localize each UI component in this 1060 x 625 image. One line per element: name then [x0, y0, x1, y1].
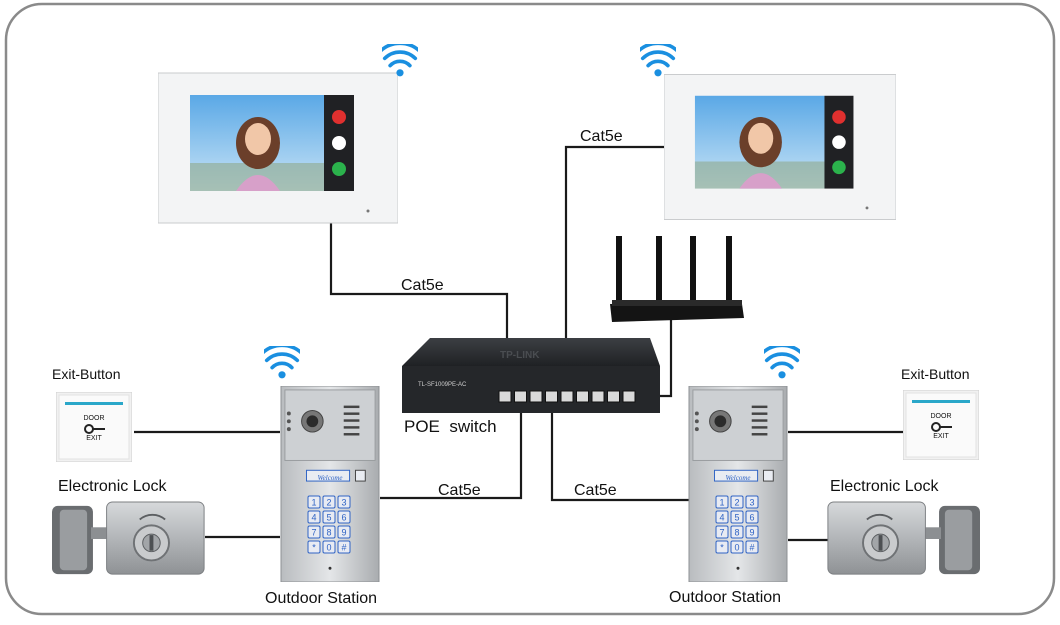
cable-label-bottom-left: Cat5e — [438, 482, 481, 499]
switch-port — [498, 390, 512, 403]
electronic-lock-label-left: Electronic Lock — [58, 478, 167, 495]
keypad-key-label: 2 — [326, 498, 331, 508]
keypad-key — [745, 540, 759, 554]
switch-port — [591, 390, 605, 403]
keypad-key-label: * — [720, 543, 724, 553]
keypad-key — [337, 495, 351, 509]
keypad-key — [745, 525, 759, 539]
keypad-key — [715, 540, 729, 554]
switch-port — [545, 390, 558, 403]
poe-switch-label: POE switch — [404, 417, 497, 436]
keypad-key-label: # — [341, 543, 346, 553]
outdoor-station-label-right: Outdoor Station — [669, 589, 782, 606]
station-welcome-text: Welcome — [317, 474, 342, 482]
keypad-key-label: 4 — [311, 513, 316, 523]
router — [610, 236, 744, 322]
keypad-key — [322, 540, 336, 554]
exit-button-label-right: Exit-Button — [901, 366, 970, 382]
switch-port — [607, 390, 620, 403]
keypad-key-label: 3 — [341, 498, 346, 508]
cable-switch-to-left-station — [380, 413, 523, 500]
keypad-key-label: 5 — [326, 513, 331, 523]
keypad-key — [715, 525, 729, 539]
exit-button-door-text: DOOR — [84, 415, 105, 422]
keypad-key-label: 3 — [749, 498, 754, 508]
keypad-key-label: 9 — [749, 528, 754, 538]
electronic-lock-right — [826, 500, 980, 576]
switch-port — [576, 390, 589, 403]
keypad-key-label: 8 — [734, 528, 739, 538]
switch-port — [622, 390, 636, 403]
keypad-key-label: # — [749, 543, 754, 553]
keypad-key — [730, 525, 744, 539]
keypad-key — [307, 525, 321, 539]
keypad-key — [730, 510, 744, 524]
cable-switch-to-right-station — [550, 413, 690, 502]
keypad-key — [307, 510, 321, 524]
keypad-key — [322, 525, 336, 539]
indoor-monitor-left — [158, 72, 398, 224]
switch-port — [560, 390, 574, 403]
keypad-key-label: 6 — [341, 513, 346, 523]
cable-right-monitor-to-switch — [564, 145, 664, 395]
keypad-key-label: 7 — [311, 528, 316, 538]
exit-button-door-text: DOOR — [931, 413, 952, 420]
keypad-key — [322, 510, 336, 524]
keypad-key-label: 2 — [734, 498, 739, 508]
keypad-key-label: 6 — [749, 513, 754, 523]
indoor-monitor-right — [664, 74, 896, 220]
cable-label-left: Cat5e — [401, 277, 444, 294]
keypad-key — [307, 540, 321, 554]
keypad-key-label: 7 — [719, 528, 724, 538]
keypad-key-label: 1 — [719, 498, 724, 508]
switch-ports — [498, 390, 636, 403]
switch-port — [514, 390, 527, 403]
keypad-key — [745, 510, 759, 524]
keypad-key-label: * — [312, 543, 316, 553]
keypad-key — [337, 525, 351, 539]
keypad-key — [337, 540, 351, 554]
switch-brand-text: TP-LINK — [500, 350, 540, 361]
keypad-key-label: 0 — [734, 543, 739, 553]
keypad-key-label: 0 — [326, 543, 331, 553]
keypad-key — [322, 495, 336, 509]
keypad-key-label: 1 — [311, 498, 316, 508]
cable-label-top: Cat5e — [580, 128, 623, 145]
keypad-key — [307, 495, 321, 509]
exit-button-right: DOOR EXIT — [903, 390, 979, 460]
keypad-key-label: 4 — [719, 513, 724, 523]
exit-button-label-left: Exit-Button — [52, 366, 121, 382]
exit-button-exit-text: EXIT — [86, 435, 102, 442]
exit-button-left: DOOR EXIT — [56, 392, 132, 462]
electronic-lock-label-right: Electronic Lock — [830, 478, 939, 495]
keypad-key — [745, 495, 759, 509]
keypad-key-label: 9 — [341, 528, 346, 538]
keypad-key — [715, 495, 729, 509]
outdoor-station-label-left: Outdoor Station — [265, 590, 378, 607]
keypad-key — [730, 540, 744, 554]
keypad-key-label: 8 — [326, 528, 331, 538]
poe-switch: TL-SF1009PE-AC TP-LINK — [402, 338, 660, 413]
keypad-key — [337, 510, 351, 524]
station-welcome-text: Welcome — [725, 474, 750, 482]
switch-model-text: TL-SF1009PE-AC — [418, 382, 467, 388]
exit-button-exit-text: EXIT — [933, 433, 949, 440]
cable-label-bottom-right: Cat5e — [574, 482, 617, 499]
switch-port — [529, 390, 543, 403]
keypad-key-label: 5 — [734, 513, 739, 523]
keypad-key — [715, 510, 729, 524]
electronic-lock-left — [52, 500, 206, 576]
keypad-key — [730, 495, 744, 509]
